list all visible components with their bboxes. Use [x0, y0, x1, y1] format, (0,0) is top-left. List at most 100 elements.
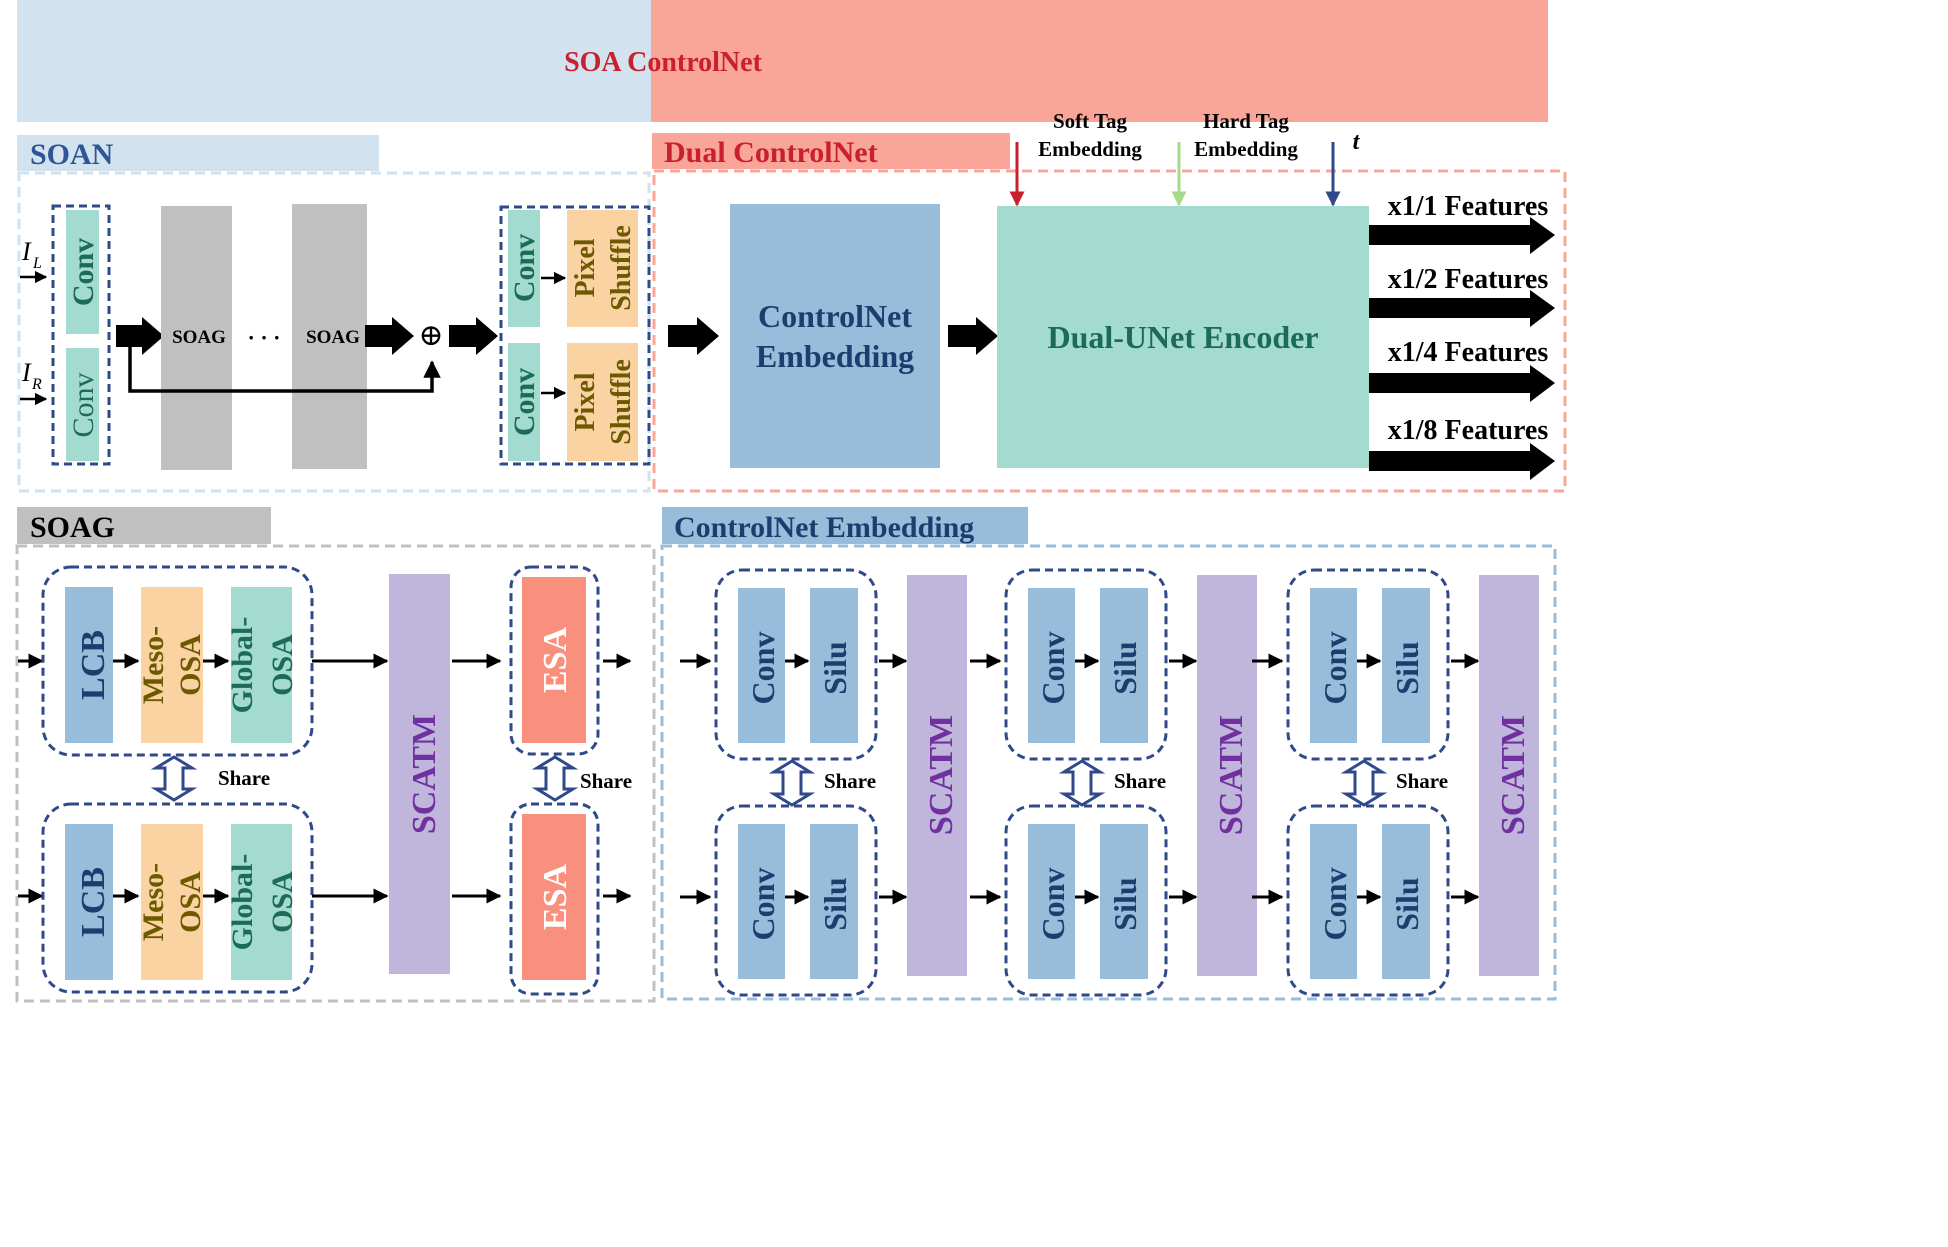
upsample-group — [499, 205, 651, 466]
conv-silu-group — [714, 804, 878, 997]
global-osa-block — [231, 824, 292, 980]
cn-scatm-block — [1479, 575, 1539, 976]
osa-group — [41, 802, 314, 994]
conv-label-top: Conv — [67, 238, 100, 306]
cn-silu-block — [810, 588, 858, 743]
soag-detail-frame — [15, 544, 656, 1003]
cn-conv-block — [738, 588, 785, 743]
lcb-label: LCB — [75, 867, 112, 937]
lcb-label: LCB — [75, 630, 112, 700]
soag-label-1: SOAG — [172, 327, 226, 348]
cn-share-label: Share — [824, 769, 876, 793]
dual-title-bar — [652, 133, 1010, 169]
cn-conv-block — [1310, 824, 1357, 979]
cn-conv-label: Conv — [745, 868, 781, 941]
flow-arrow-4 — [668, 317, 719, 355]
share-double-arrow — [1058, 759, 1106, 807]
cn-silu-label: Silu — [1107, 641, 1143, 694]
plus-node: ⊕ — [418, 319, 443, 352]
banner-right — [651, 0, 1548, 122]
meso-label-2: OSA — [174, 871, 207, 933]
cn-silu-block — [1100, 588, 1148, 743]
cn-branch-1: Conv Silu — [970, 568, 1198, 761]
soag-scatm-block — [389, 574, 450, 974]
share-double-arrow — [150, 755, 198, 802]
output-arrow-2 — [1369, 290, 1555, 327]
cn-conv-block — [1028, 824, 1075, 979]
pixel-shuffle-bottom — [567, 343, 638, 461]
hard-tag-label-2: Embedding — [1194, 137, 1298, 161]
cn-branch-1: Conv Silu — [680, 568, 908, 761]
lcb-block — [65, 587, 113, 743]
output-label-1: x1/1 Features — [1388, 191, 1549, 222]
output-label-3: x1/4 Features — [1388, 337, 1549, 368]
cn-silu-label: Silu — [817, 641, 853, 694]
controlnet-embedding-label-2: Embedding — [756, 338, 914, 374]
cn-conv-label: Conv — [745, 632, 781, 705]
cn-branch-2: Conv Silu — [680, 804, 908, 997]
cn-silu-block — [1382, 824, 1430, 979]
controlnet-embedding-block — [730, 204, 940, 468]
dual-unet-encoder-label: Dual-UNet Encoder — [1047, 319, 1318, 355]
esa-block — [522, 814, 586, 980]
soan-title-bar — [17, 135, 379, 171]
skip-connection — [128, 347, 441, 393]
cn-silu-label: Silu — [1389, 877, 1425, 930]
conv-silu-group — [1286, 568, 1450, 761]
conv-silu-group — [714, 568, 878, 761]
cn-scatm-label: SCATM — [1213, 715, 1250, 835]
upsample-conv-label-top: Conv — [508, 234, 541, 302]
cn-silu-label: Silu — [1389, 641, 1425, 694]
page-title: SOA ControlNet — [564, 47, 762, 78]
dual-frame — [652, 169, 1567, 493]
esa-block — [522, 577, 586, 743]
cn-conv-label: Conv — [1317, 632, 1353, 705]
cn-silu-label: Silu — [817, 877, 853, 930]
output-arrow-3 — [1369, 365, 1555, 402]
osa-group — [41, 565, 314, 757]
flow-arrow-3 — [449, 317, 498, 355]
hard-tag-label-1: Hard Tag — [1203, 109, 1289, 133]
input-ir: I R — [21, 358, 42, 393]
cn-conv-label: Conv — [1317, 868, 1353, 941]
soag-share-label-2: Share — [580, 769, 632, 793]
soan-title: SOAN — [30, 138, 114, 171]
soag-share-arrow-2 — [531, 755, 579, 802]
cn-detail-frame — [660, 544, 1557, 1001]
output-label-2: x1/2 Features — [1388, 264, 1549, 295]
share-double-arrow — [531, 755, 579, 802]
controlnet-embedding-label-1: ControlNet — [758, 298, 912, 334]
cn-scatm-block — [907, 575, 967, 976]
esa-label: ESA — [537, 863, 574, 930]
soag-scatm-label: SCATM — [406, 714, 443, 834]
pixel-label-top: Pixel — [570, 238, 601, 297]
soft-tag-label-1: Soft Tag — [1053, 109, 1128, 133]
svg-text:I: I — [21, 358, 32, 387]
upsample-conv-label-bottom: Conv — [508, 368, 541, 436]
soag-share-label-1: Share — [218, 766, 270, 790]
flow-arrow-5 — [948, 317, 998, 355]
share-double-arrow — [1340, 759, 1388, 807]
cn-share-arrow — [1340, 759, 1388, 807]
cn-conv-label: Conv — [1035, 632, 1071, 705]
global-label-1: Global- — [226, 854, 259, 951]
soag-detail-title: SOAG — [30, 511, 115, 544]
output-arrow-4 — [1369, 443, 1555, 480]
cn-share-arrow — [768, 759, 816, 807]
conv-block-bottom — [66, 348, 99, 461]
output-label-4: x1/8 Features — [1388, 415, 1549, 446]
timestep-label: t — [1353, 129, 1361, 155]
input-conv-group — [51, 204, 111, 466]
share-double-arrow — [768, 759, 816, 807]
dual-unet-encoder-block — [997, 206, 1369, 468]
soag-title-bar — [17, 507, 271, 544]
cn-scatm-label: SCATM — [1495, 715, 1532, 835]
pixel-shuffle-top — [567, 210, 638, 327]
meso-label-2: OSA — [174, 634, 207, 696]
flow-arrow-2 — [365, 317, 414, 355]
